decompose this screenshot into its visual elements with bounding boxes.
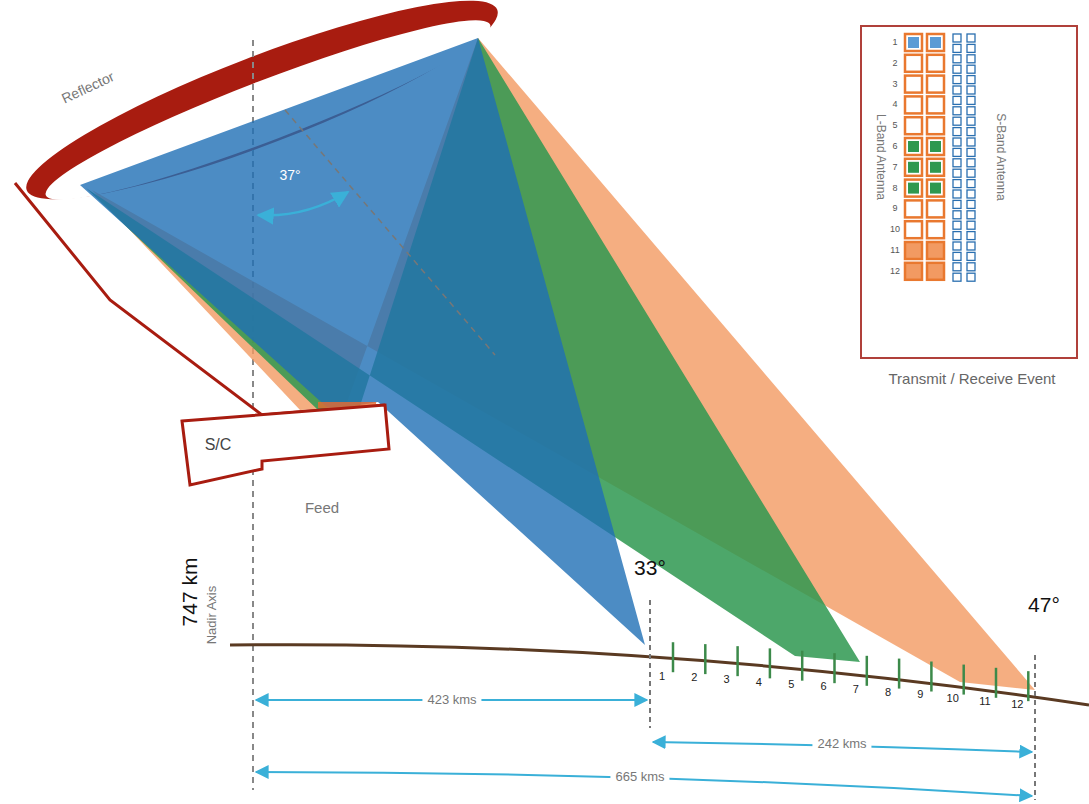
dimension: 665 kms: [610, 770, 669, 784]
swath-ticks: [673, 642, 1028, 701]
part-name: Reflector: [59, 69, 116, 107]
panel-heading: Transmit / Receive Event: [889, 371, 1056, 388]
axis-label: Nadir Axis: [205, 586, 219, 645]
element-number: 8: [892, 184, 897, 194]
angle-arc: [258, 192, 348, 215]
element-number: 11: [890, 246, 899, 256]
callout-number: 11: [979, 695, 990, 707]
angle-label: 47°: [1028, 593, 1060, 616]
dimension: 423 kms: [422, 693, 481, 707]
band-label: L-Band Antenna: [873, 114, 886, 200]
callout-number: 8: [885, 686, 891, 698]
element-number: 3: [892, 80, 897, 90]
element-number: 7: [892, 163, 897, 173]
angle-label: 37°: [279, 168, 300, 183]
part-name: Feed: [305, 500, 339, 517]
callout-number: 9: [917, 688, 923, 700]
ground-curve: [230, 645, 1089, 705]
dimension: 747 km: [178, 558, 201, 627]
callout-number: 3: [724, 673, 730, 685]
swath-edge: [649, 600, 651, 728]
callout-number: 10: [947, 691, 959, 703]
element-number: 12: [890, 267, 900, 277]
dimension: 242 kms: [812, 737, 871, 751]
callout-number: 7: [853, 683, 859, 695]
element-number: 5: [892, 121, 897, 131]
callout-number: 4: [756, 676, 762, 688]
callout-number: 12: [1011, 698, 1023, 710]
boom: [15, 183, 385, 415]
angle-label: 33°: [634, 556, 666, 579]
band-label: S-Band Antenna: [993, 113, 1006, 200]
callout-number: 1: [659, 670, 665, 682]
callout-number: 6: [820, 680, 826, 692]
element-number: 2: [892, 59, 897, 69]
spacecraft-box: S/C: [180, 403, 392, 487]
element-number: 4: [892, 100, 897, 110]
swath-edge: [1034, 655, 1036, 800]
callout-number: 2: [691, 671, 697, 683]
antenna-elements: [905, 34, 975, 281]
boresight-line: [285, 110, 495, 355]
element-number: 9: [892, 204, 897, 214]
spacecraft-label: S/C: [205, 436, 232, 454]
element-number: 6: [892, 142, 897, 152]
element-number: 10: [890, 225, 900, 235]
callout-number: 5: [788, 678, 794, 690]
element-number: 1: [892, 38, 897, 48]
